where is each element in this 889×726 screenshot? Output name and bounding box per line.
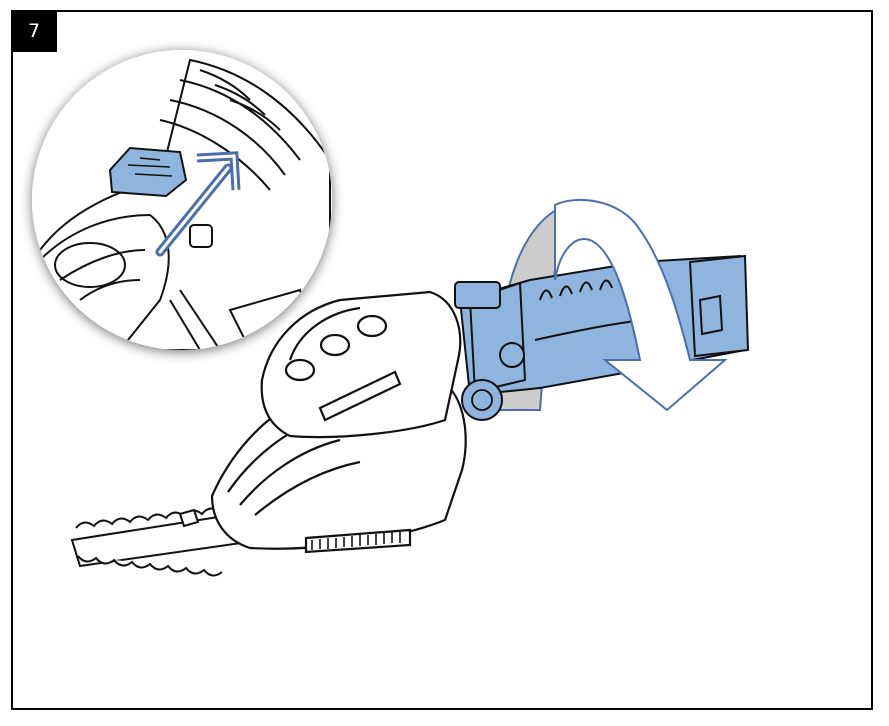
vent-slot [318,370,402,422]
inset-slide-switch [108,146,188,198]
zoom-inset [32,50,332,350]
inset-knob [189,224,213,248]
lock-knob [499,342,525,368]
vent-hole [356,314,388,338]
curved-rotate-arrow-icon [554,199,728,412]
rotating-handle [454,254,750,421]
pivot-gear [461,379,503,421]
motor-head [210,290,467,554]
blade-teeth [75,507,223,577]
step-number: 7 [27,20,41,42]
diagonal-push-arrow-icon [155,151,241,257]
battery-end [688,254,750,358]
hedge-blade [70,507,264,577]
release-button [454,281,501,309]
step-number-badge: 7 [11,10,57,52]
vent-hole [284,358,316,382]
vent-hole [319,333,351,357]
blade-bolt [178,508,200,528]
